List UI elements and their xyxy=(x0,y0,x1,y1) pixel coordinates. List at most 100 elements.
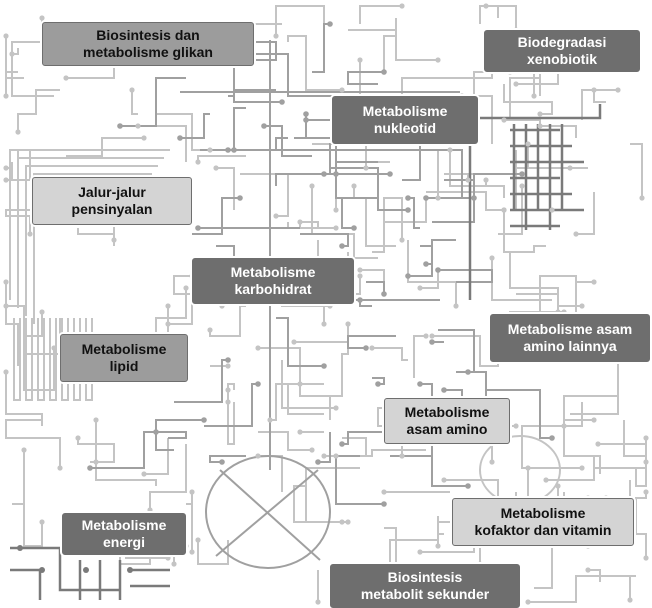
compound-node xyxy=(405,273,411,279)
pathway-line xyxy=(438,329,475,373)
compound-node xyxy=(321,363,327,369)
pathway-line xyxy=(383,197,403,240)
compound-node xyxy=(39,309,45,315)
pathway-line xyxy=(197,155,246,162)
label-line: asam amino xyxy=(406,421,488,437)
compound-node xyxy=(135,123,141,129)
compound-node xyxy=(405,195,411,201)
pathway-line xyxy=(335,173,390,199)
compound-node xyxy=(579,465,585,471)
pathway-line xyxy=(120,77,186,127)
compound-node xyxy=(375,381,381,387)
pathway-line xyxy=(534,545,588,589)
pathway-line xyxy=(318,432,331,463)
compound-node xyxy=(267,417,273,423)
compound-node xyxy=(207,327,213,333)
compound-node xyxy=(39,15,45,21)
pathway-line xyxy=(275,173,324,186)
compound-node xyxy=(27,231,33,237)
pathway-line xyxy=(5,282,19,366)
compound-node xyxy=(333,171,339,177)
compound-node xyxy=(201,417,207,423)
compound-node xyxy=(591,279,597,285)
pathway-line xyxy=(449,150,492,187)
pathway-line xyxy=(407,240,457,306)
compound-node xyxy=(93,417,99,423)
pathway-line xyxy=(37,318,45,401)
pathway-line xyxy=(258,431,312,451)
compound-node xyxy=(441,477,447,483)
compound-node xyxy=(225,387,231,393)
pathway-line xyxy=(275,5,325,36)
label-energy-metabolism: Metabolisme energi xyxy=(62,513,186,555)
compound-node xyxy=(555,483,561,489)
compound-node xyxy=(489,459,495,465)
pathway-line xyxy=(49,318,57,401)
pathway-line xyxy=(9,149,170,300)
compound-node xyxy=(615,87,621,93)
pathway-line xyxy=(420,270,439,289)
pathway-line xyxy=(281,360,336,409)
pathway-line xyxy=(341,198,354,229)
pathway-line xyxy=(575,281,594,288)
compound-node xyxy=(255,381,261,387)
compound-node xyxy=(225,147,231,153)
pathway-line xyxy=(23,504,43,547)
compound-node xyxy=(297,429,303,435)
compound-node xyxy=(207,147,213,153)
pathway-line xyxy=(276,317,324,367)
compound-node xyxy=(595,441,601,447)
compound-node xyxy=(3,279,9,285)
compound-node xyxy=(333,225,339,231)
compound-node xyxy=(465,369,471,375)
compound-node xyxy=(339,87,345,93)
pathway-line xyxy=(594,443,647,469)
pathway-line xyxy=(558,359,619,415)
compound-node xyxy=(3,303,9,309)
compound-node xyxy=(129,87,135,93)
pathway-line xyxy=(623,420,647,457)
compound-node xyxy=(585,567,591,573)
compound-node xyxy=(195,159,201,165)
label-line: xenobiotik xyxy=(526,51,597,67)
pathway-line xyxy=(197,540,229,565)
pathway-line xyxy=(528,575,636,603)
pathway-line xyxy=(264,125,312,157)
compound-node xyxy=(333,207,339,213)
compound-node xyxy=(63,75,69,81)
compound-node xyxy=(423,333,429,339)
compound-node xyxy=(3,165,9,171)
compound-node xyxy=(147,507,153,513)
pathway-line xyxy=(347,71,384,85)
pathway-line xyxy=(10,546,120,592)
compound-node xyxy=(543,477,549,483)
pathway-line xyxy=(408,197,420,229)
pathway-line xyxy=(546,456,595,481)
pathway-line xyxy=(635,462,647,487)
compound-node xyxy=(399,453,405,459)
pathway-line xyxy=(426,179,475,199)
compound-node xyxy=(471,195,477,201)
compound-node xyxy=(327,303,333,309)
compound-node xyxy=(333,453,339,459)
pathway-line xyxy=(174,359,228,403)
pathway-line xyxy=(576,192,595,235)
compound-node xyxy=(321,453,327,459)
compound-node xyxy=(327,21,333,27)
compound-node xyxy=(399,3,405,9)
pathway-line xyxy=(25,165,158,316)
compound-node xyxy=(225,357,231,363)
pathway-line xyxy=(335,455,384,505)
compound-node xyxy=(165,555,171,561)
pathway-line xyxy=(228,137,288,151)
pathway-line xyxy=(66,137,144,157)
label-line: Metabolisme xyxy=(404,404,490,420)
compound-node xyxy=(429,333,435,339)
compound-node xyxy=(579,303,585,309)
compound-node xyxy=(549,435,555,441)
pathway-line xyxy=(426,239,456,265)
pathway-line xyxy=(563,353,630,426)
compound-node xyxy=(213,165,219,171)
pathway-line xyxy=(95,462,157,486)
